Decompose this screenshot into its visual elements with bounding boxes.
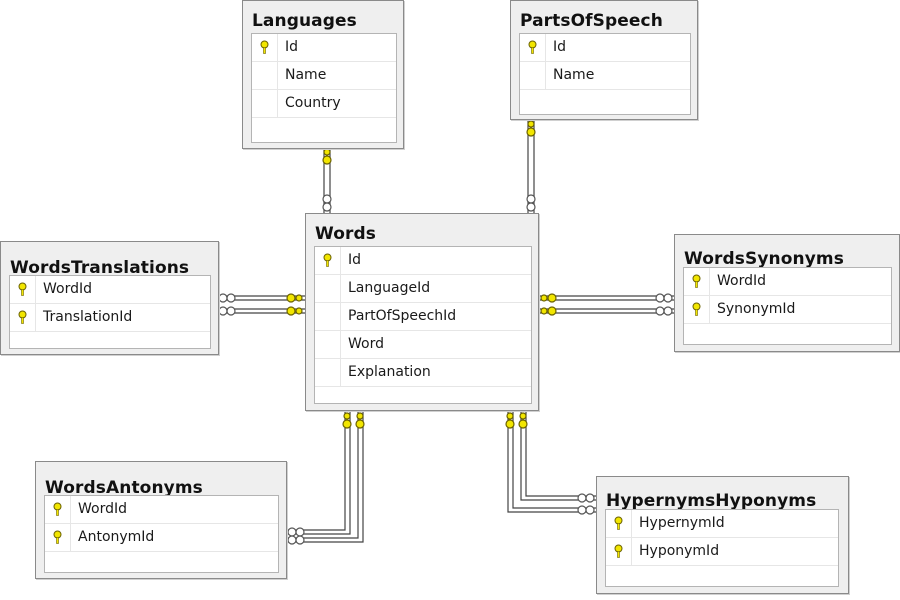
column-row[interactable]: Id — [315, 247, 531, 275]
column-name: SynonymId — [717, 301, 796, 317]
many-end-infinity-icon — [577, 493, 595, 515]
table-wordssynonyms[interactable]: WordsSynonyms WordId SynonymId — [674, 234, 900, 352]
rel-words-wordsantonyms[interactable] — [287, 410, 365, 545]
column-name: HyponymId — [639, 543, 720, 559]
primary-key-icon — [692, 274, 701, 288]
many-end-infinity-icon — [287, 527, 305, 545]
column-row[interactable]: SynonymId — [684, 296, 891, 324]
column-name: Name — [285, 67, 327, 83]
many-end-infinity-icon — [526, 194, 536, 212]
column-name: PartOfSpeechId — [348, 308, 457, 324]
column-row[interactable]: Word — [315, 331, 531, 359]
column-row[interactable]: WordId — [10, 276, 210, 304]
primary-key-icon — [614, 544, 623, 558]
column-name: Name — [553, 67, 595, 83]
many-end-infinity-icon — [655, 293, 673, 316]
rel-words-hypernymshyponyms[interactable] — [505, 410, 596, 515]
column-row[interactable]: Id — [252, 34, 396, 62]
table-words[interactable]: Words Id LanguageId PartOfSpeechId Word … — [305, 213, 539, 411]
table-title: Languages — [252, 11, 357, 31]
table-hypernymshyponyms[interactable]: HypernymsHyponyms HypernymId HyponymId — [596, 476, 849, 594]
column-row[interactable]: Id — [520, 34, 690, 62]
table-title: WordsTranslations — [10, 258, 190, 278]
column-row[interactable]: Name — [252, 62, 396, 90]
column-grid: WordId TranslationId — [9, 275, 211, 349]
table-title: PartsOfSpeech — [520, 11, 663, 31]
column-name: LanguageId — [348, 280, 431, 296]
primary-key-icon — [323, 253, 332, 267]
column-grid: Id Name — [519, 33, 691, 115]
column-row[interactable]: Name — [520, 62, 690, 90]
primary-key-icon — [18, 310, 27, 324]
column-row[interactable]: HypernymId — [606, 510, 838, 538]
one-end-key-icon — [505, 412, 528, 429]
table-title: WordsSynonyms — [684, 249, 844, 269]
column-name: WordId — [43, 281, 92, 297]
one-end-key-icon — [526, 120, 536, 137]
many-end-infinity-icon — [322, 194, 332, 212]
table-wordsantonyms[interactable]: WordsAntonyms WordId AntonymId — [35, 461, 287, 579]
column-name: TranslationId — [43, 309, 133, 325]
column-name: AntonymId — [78, 529, 155, 545]
column-name: Id — [553, 39, 567, 55]
column-row[interactable]: HyponymId — [606, 538, 838, 566]
column-row[interactable]: WordId — [45, 496, 278, 524]
column-row[interactable]: Explanation — [315, 359, 531, 387]
rel-words-wordstranslations[interactable] — [218, 293, 305, 316]
column-name: Id — [348, 252, 362, 268]
table-languages[interactable]: Languages Id Name Country — [242, 0, 404, 149]
column-grid: WordId AntonymId — [44, 495, 279, 573]
table-title: Words — [315, 224, 376, 244]
column-name: HypernymId — [639, 515, 725, 531]
column-row[interactable]: TranslationId — [10, 304, 210, 332]
column-row[interactable]: LanguageId — [315, 275, 531, 303]
primary-key-icon — [260, 40, 269, 54]
rel-languages-words[interactable] — [322, 148, 332, 213]
column-name: Id — [285, 39, 299, 55]
primary-key-icon — [18, 282, 27, 296]
primary-key-icon — [614, 516, 623, 530]
column-grid: Id LanguageId PartOfSpeechId Word Explan… — [314, 246, 532, 404]
one-end-key-icon — [342, 412, 365, 429]
primary-key-icon — [692, 302, 701, 316]
table-wordstranslations[interactable]: WordsTranslations WordId TranslationId — [0, 241, 219, 355]
column-name: Country — [285, 95, 341, 111]
table-title: WordsAntonyms — [45, 478, 203, 498]
column-name: Explanation — [348, 364, 431, 380]
rel-words-wordssynonyms[interactable] — [538, 293, 674, 316]
column-name: Word — [348, 336, 384, 352]
one-end-key-icon — [286, 293, 303, 316]
column-grid: WordId SynonymId — [683, 267, 892, 345]
primary-key-icon — [53, 502, 62, 516]
one-end-key-icon — [322, 148, 332, 165]
table-title: HypernymsHyponyms — [606, 491, 817, 511]
table-partsofspeech[interactable]: PartsOfSpeech Id Name — [510, 0, 698, 120]
many-end-infinity-icon — [218, 293, 236, 316]
column-row[interactable]: AntonymId — [45, 524, 278, 552]
column-grid: HypernymId HyponymId — [605, 509, 839, 587]
column-name: WordId — [78, 501, 127, 517]
rel-partsofspeech-words[interactable] — [526, 120, 536, 213]
column-row[interactable]: WordId — [684, 268, 891, 296]
column-row[interactable]: Country — [252, 90, 396, 118]
one-end-key-icon — [540, 293, 557, 316]
column-row[interactable]: PartOfSpeechId — [315, 303, 531, 331]
primary-key-icon — [528, 40, 537, 54]
primary-key-icon — [53, 530, 62, 544]
column-name: WordId — [717, 273, 766, 289]
column-grid: Id Name Country — [251, 33, 397, 143]
